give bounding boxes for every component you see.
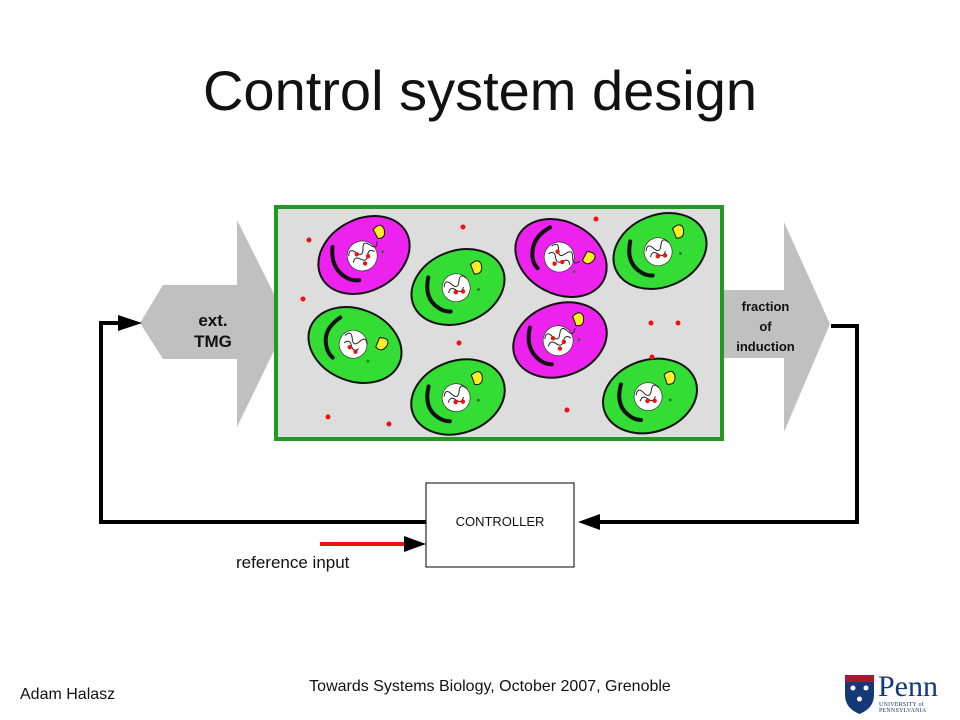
penn-logo-text: Penn xyxy=(878,670,938,703)
tmg-molecules xyxy=(300,216,681,427)
reference-input-label: reference input xyxy=(236,553,350,572)
footer-title: Towards Systems Biology, October 2007, G… xyxy=(309,678,671,695)
output-label-line2: of xyxy=(759,319,772,334)
controller-box xyxy=(425,482,575,568)
slide-title: Control system design xyxy=(202,59,757,122)
input-arrow xyxy=(140,220,288,427)
input-label-line2: TMG xyxy=(194,332,232,351)
input-label: ext. TMG xyxy=(172,310,254,352)
plant-input-arrowhead xyxy=(118,315,142,331)
penn-logo-subtext: UNIVERSITY of PENNSYLVANIA xyxy=(879,702,927,714)
output-label: fraction of induction xyxy=(728,297,803,357)
controller-input-arrowhead xyxy=(578,514,600,530)
penn-shield-icon xyxy=(845,675,874,714)
output-arrow xyxy=(724,222,830,432)
output-label-line3: induction xyxy=(736,339,795,354)
reference-arrowhead xyxy=(404,536,426,552)
controller-label: CONTROLLER xyxy=(455,514,545,529)
input-label-line1: ext. xyxy=(198,311,228,330)
footer-author: Adam Halasz xyxy=(20,686,116,703)
feedback-loop xyxy=(99,321,859,524)
output-label-line1: fraction xyxy=(741,299,790,314)
